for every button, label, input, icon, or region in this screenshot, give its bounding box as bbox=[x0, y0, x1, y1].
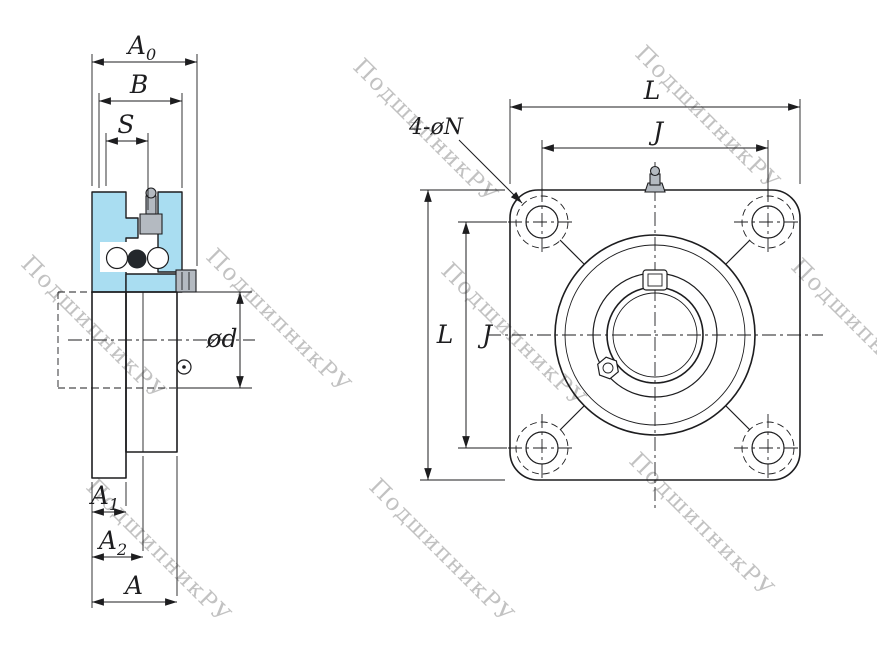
dim-j-top-label: J bbox=[648, 117, 665, 146]
watermark-text: ПодшипникРУ bbox=[364, 474, 519, 629]
grease-fitting-icon bbox=[644, 165, 666, 193]
centerlines bbox=[487, 162, 823, 508]
dim-l-side-label: L bbox=[436, 320, 454, 349]
extension-lines bbox=[91, 54, 252, 608]
dim-j-side: J bbox=[462, 222, 494, 448]
bolt-hole-bottom-right bbox=[734, 414, 802, 482]
dim-j-side-label: J bbox=[477, 320, 494, 349]
dim-l-side: L bbox=[424, 190, 454, 480]
dim-j-top: J bbox=[542, 117, 768, 152]
watermark-text: ПодшипникРУ bbox=[624, 448, 779, 603]
dim-a: A bbox=[92, 571, 177, 606]
side-set-screw-dot bbox=[182, 365, 186, 369]
dim-b-label: B bbox=[129, 70, 148, 99]
dim-a-label: A bbox=[123, 571, 143, 600]
dim-a0: A0 bbox=[92, 31, 197, 66]
inner-ring-bore-section bbox=[127, 249, 147, 269]
front-view: L J L J 4-øN bbox=[408, 76, 823, 508]
dim-l-top: L bbox=[510, 76, 800, 111]
boss-lower bbox=[125, 291, 178, 453]
hidden-shaft-lines bbox=[57, 291, 177, 389]
dim-a2: A2 bbox=[92, 526, 143, 561]
fillet-lines bbox=[559, 239, 751, 431]
dim-od: ød bbox=[205, 292, 244, 388]
dim-a0-label: A0 bbox=[126, 31, 156, 64]
set-screw-collar bbox=[175, 269, 197, 293]
outer-ring-bottom-section bbox=[125, 273, 183, 293]
dim-bolt-holes-label: 4-øN bbox=[408, 115, 464, 140]
housing-lower-outline bbox=[91, 291, 192, 479]
set-screw-top bbox=[642, 269, 668, 291]
set-screw-lower-left bbox=[597, 356, 619, 380]
bolt-hole-bottom-left bbox=[508, 414, 576, 482]
grease-fitting-icon bbox=[139, 187, 163, 235]
dim-a1-label: A1 bbox=[89, 481, 119, 514]
watermark-text: ПодшипникРУ bbox=[201, 244, 356, 399]
side-set-screw-icon bbox=[176, 359, 192, 375]
dim-s: S bbox=[106, 110, 148, 145]
watermark-text: ПодшипникРУ bbox=[436, 258, 591, 413]
dim-a1: A1 bbox=[89, 481, 126, 516]
dim-b: B bbox=[99, 70, 182, 105]
dim-a2-label: A2 bbox=[97, 526, 127, 559]
dim-s-label: S bbox=[117, 110, 134, 139]
housing-section bbox=[91, 191, 183, 293]
dim-bolt-holes: 4-øN bbox=[408, 115, 523, 204]
dim-od-label: ød bbox=[205, 324, 237, 353]
side-view: A0 B S ød A1 A2 A bbox=[57, 31, 255, 608]
dim-l-top-label: L bbox=[643, 76, 661, 105]
bearing-ball bbox=[146, 246, 170, 270]
bearing-ball bbox=[105, 246, 129, 270]
